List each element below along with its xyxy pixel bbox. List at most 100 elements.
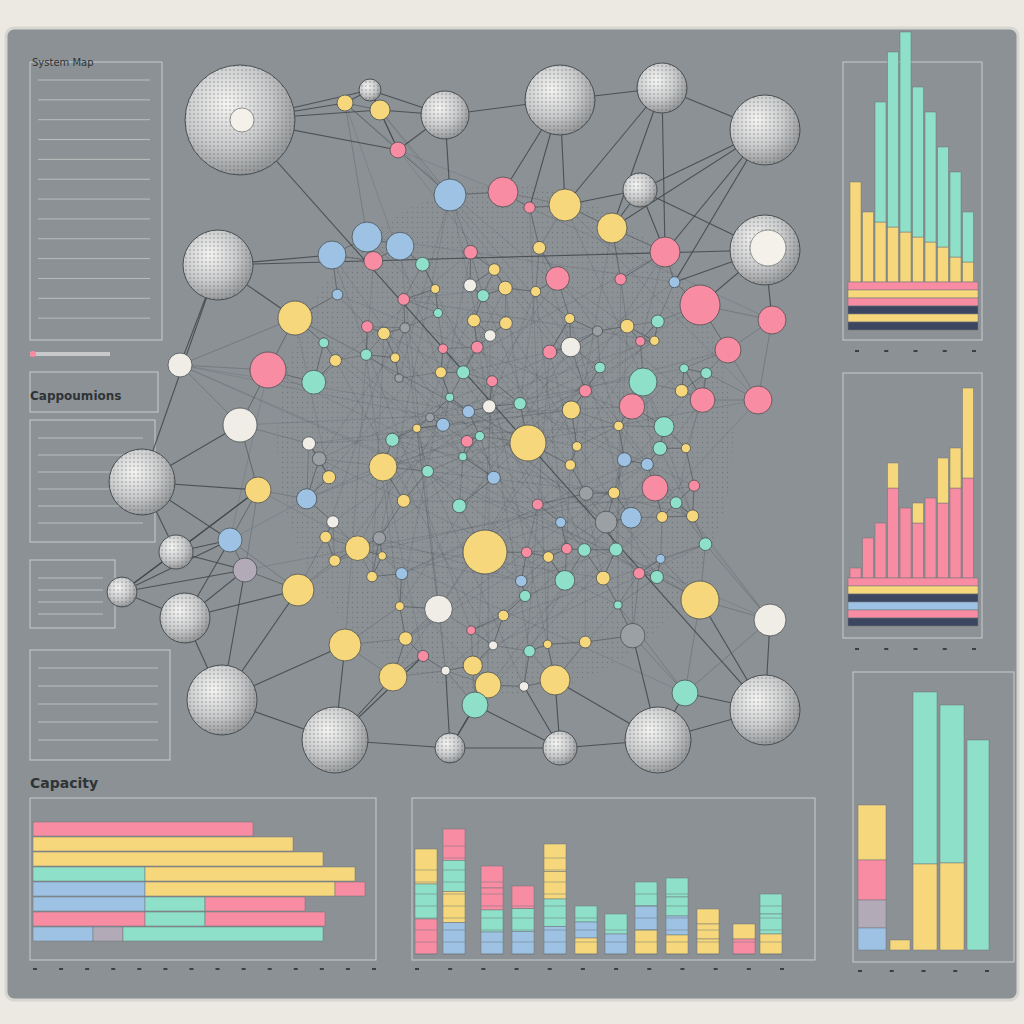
network-node: [462, 405, 474, 417]
network-node: [592, 326, 602, 336]
network-node: [555, 571, 575, 591]
network-node: [390, 142, 406, 158]
network-node: [498, 281, 512, 295]
network-node: [579, 385, 591, 397]
bar-grid: [544, 870, 566, 871]
axis-tick: [714, 968, 718, 970]
bar-grid: [697, 942, 719, 943]
hub-sphere: [637, 63, 687, 113]
link-line: [406, 464, 648, 638]
chart-bar: [512, 931, 534, 954]
network-node: [654, 417, 674, 437]
axis-tick: [294, 968, 298, 970]
bar-grid: [481, 954, 503, 955]
axis-tick: [481, 968, 485, 970]
axis-tick: [137, 968, 141, 970]
axis-tick: [33, 968, 37, 970]
network-node: [233, 558, 257, 582]
network-node: [543, 552, 554, 563]
link-line: [122, 570, 245, 592]
axis-tick: [747, 968, 751, 970]
chart-bar: [938, 247, 949, 282]
network-node: [319, 338, 329, 348]
chart-bar: [33, 912, 145, 926]
axis-tick: [922, 970, 926, 972]
network-node: [609, 543, 622, 556]
chart-bar: [875, 222, 886, 282]
network-node: [168, 353, 192, 377]
chart-band: [848, 618, 978, 626]
network-node: [687, 510, 699, 522]
bar-grid: [544, 882, 566, 883]
chart-bar: [925, 498, 936, 578]
network-node: [379, 663, 407, 691]
sphere-texture: [730, 215, 800, 285]
link-line: [399, 372, 441, 378]
bar-grid: [575, 918, 597, 919]
network-node: [546, 267, 570, 291]
network-node: [364, 252, 383, 271]
bar-grid: [635, 894, 657, 895]
link-line: [332, 255, 471, 630]
network-node: [437, 418, 450, 431]
link-line: [307, 367, 600, 498]
link-line: [565, 205, 664, 427]
link-line: [577, 426, 619, 446]
network-node: [524, 202, 535, 213]
chart-bar: [93, 927, 123, 941]
hub-sphere: [187, 665, 257, 735]
chart-band: [848, 298, 978, 306]
chart-band: [848, 594, 978, 602]
bar-grid: [605, 930, 627, 931]
bar-grid: [443, 894, 465, 895]
bar-grid: [635, 942, 657, 943]
placeholder-row: [38, 523, 143, 524]
chart-bar: [33, 927, 93, 941]
chart-bar: [335, 882, 365, 896]
chart-bar: [33, 867, 145, 881]
chart-bar: [666, 897, 688, 916]
axis-tick: [111, 968, 115, 970]
network-node: [435, 367, 446, 378]
sphere-texture: [421, 91, 469, 139]
chart-bar: [925, 242, 936, 282]
panel-outline: [30, 560, 115, 628]
network-node: [642, 475, 668, 501]
network-node: [633, 568, 644, 579]
network-node: [471, 341, 483, 353]
chart-bar: [967, 740, 989, 950]
network-node: [361, 321, 373, 333]
network-node: [282, 574, 314, 606]
axis-ticks: [415, 968, 784, 970]
network-node: [620, 319, 634, 333]
network-node: [483, 400, 496, 413]
bar-grid: [697, 930, 719, 931]
network-node: [543, 345, 557, 359]
bar-chart: [848, 388, 978, 650]
link-line: [577, 321, 658, 446]
chart-bar: [760, 894, 782, 914]
placeholder-row: [38, 614, 103, 615]
bar-grid: [443, 858, 465, 859]
chart-bar: [733, 939, 755, 954]
network-node: [656, 554, 665, 563]
chart-bar: [33, 822, 253, 836]
link-line: [295, 318, 528, 443]
chart-bar: [205, 897, 305, 911]
network-node: [330, 355, 342, 367]
chart-bar: [890, 940, 910, 950]
hub-sphere: [543, 731, 577, 765]
panel-outline: [30, 798, 376, 960]
chart-bar: [900, 232, 911, 282]
bar-grid: [481, 930, 503, 931]
link-line: [399, 378, 606, 522]
network-node: [533, 241, 546, 254]
network-node: [459, 453, 467, 461]
link-line: [345, 103, 367, 237]
axis-tick: [647, 968, 651, 970]
bar-grid: [443, 930, 465, 931]
axis-tick: [943, 648, 947, 650]
network-node: [578, 544, 591, 557]
chart-band: [848, 602, 978, 610]
bar-grid: [443, 954, 465, 955]
